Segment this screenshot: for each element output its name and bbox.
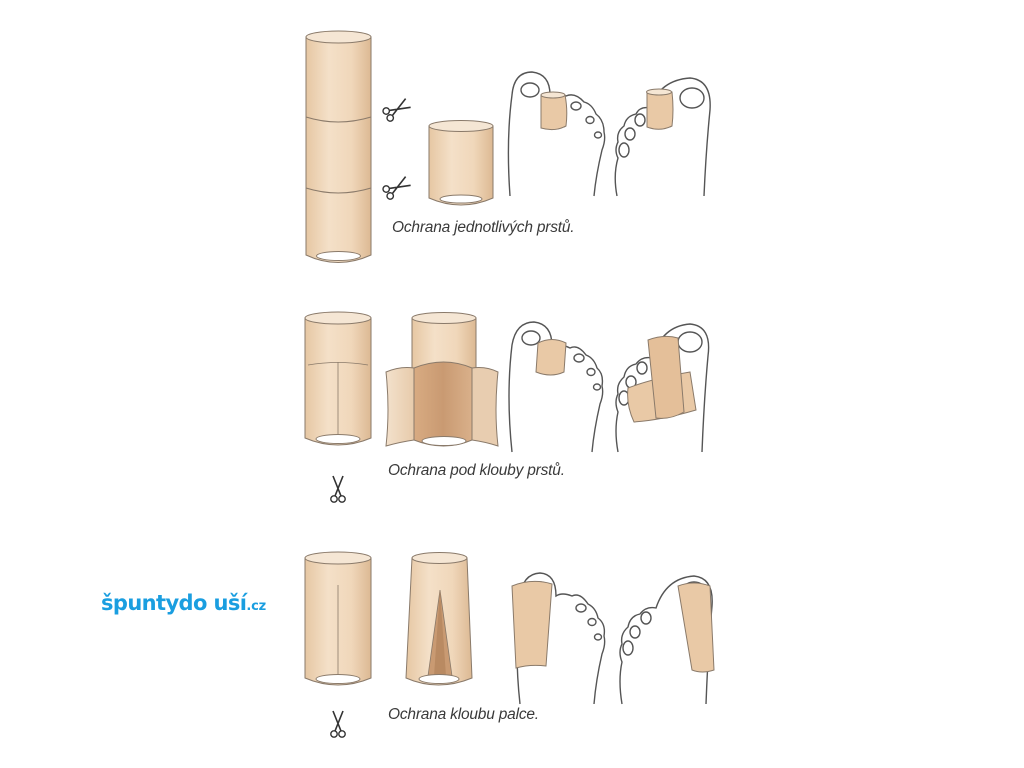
foot-sole-view: [614, 77, 711, 197]
v-cut-tube: [405, 552, 473, 686]
thumb-joint-sleeve: [511, 580, 553, 669]
scissors-icon: [329, 475, 347, 504]
foot-top-view: [508, 321, 604, 453]
toe-cap: [646, 88, 674, 130]
long-tube: [305, 30, 372, 263]
scissors-icon: [329, 710, 347, 739]
foot-top-view: [507, 71, 606, 197]
scissors-icon: [381, 95, 413, 124]
brand-logo-tld: .cz: [246, 599, 267, 614]
caption-single-toes: Ochrana jednotlivých prstů.: [392, 219, 575, 236]
toe-cap: [540, 91, 568, 131]
scissors-icon: [381, 173, 413, 202]
slit-tube: [304, 311, 372, 446]
toe-joint-pad: [627, 335, 697, 423]
thumb-joint-sleeve: [677, 582, 715, 673]
brand-logo-main: špuntydo uší: [101, 591, 247, 615]
slit-tube-long: [304, 551, 372, 686]
short-tube: [428, 120, 494, 206]
brand-logo: špuntydo uší.cz: [101, 593, 266, 614]
opened-tube: [385, 312, 499, 447]
caption-toe-joints: Ochrana pod klouby prstů.: [388, 462, 565, 479]
toe-joint-pad: [535, 339, 567, 376]
caption-thumb-joint: Ochrana kloubu palce.: [388, 706, 539, 723]
